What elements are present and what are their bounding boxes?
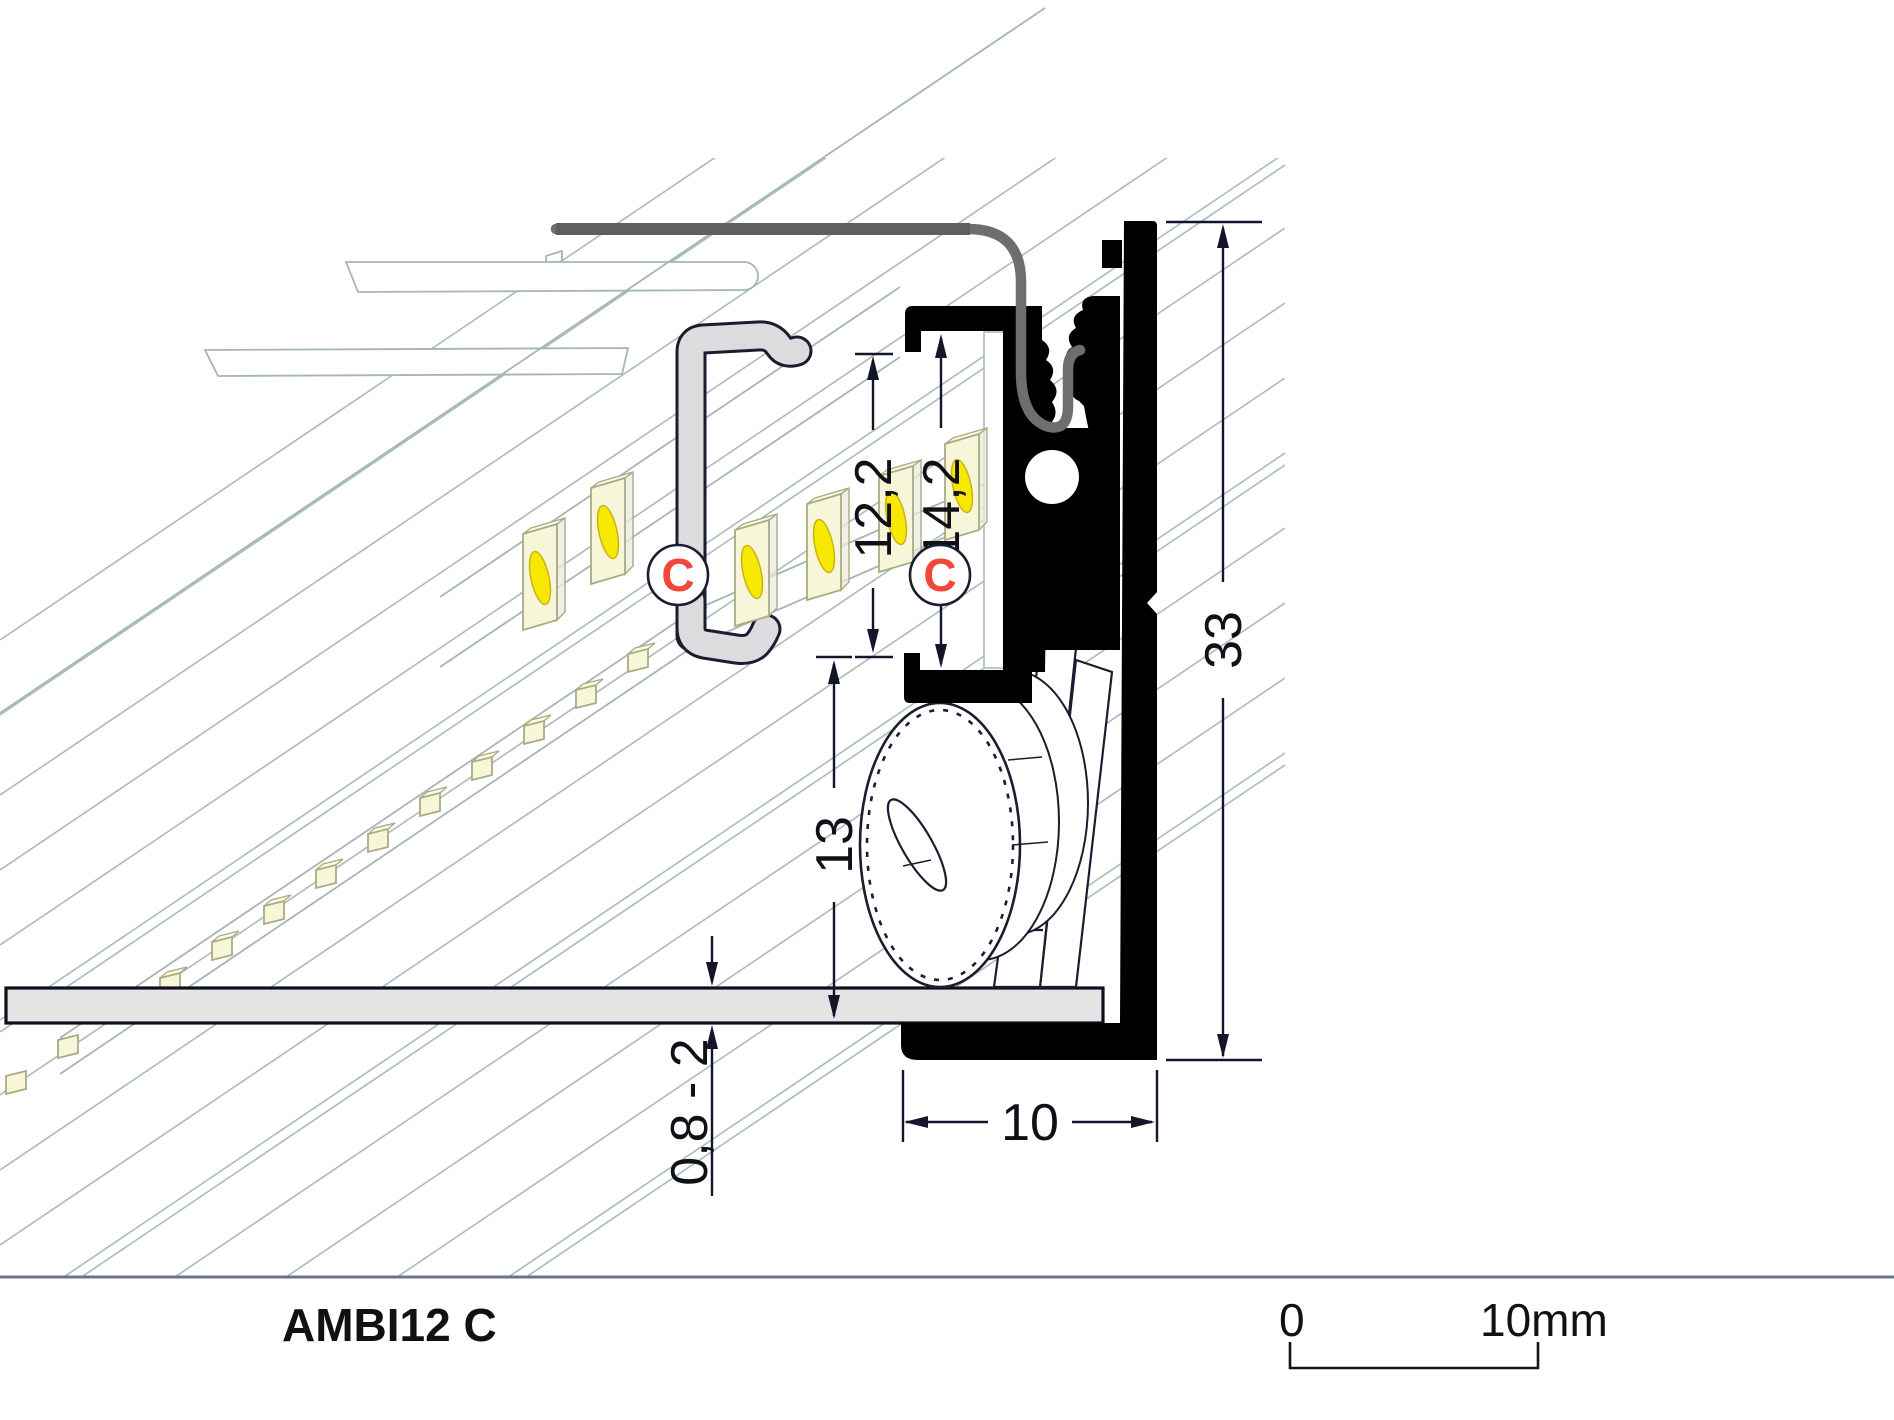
disc-slot: [886, 798, 948, 892]
dim-base-width: 10: [901, 1070, 1159, 1152]
led-strip-below-panel: [5, 1033, 79, 1096]
scale-start-label: 0: [1279, 1294, 1305, 1346]
scale-end-label: 10mm: [1480, 1294, 1608, 1346]
mounting-clip: [675, 320, 813, 665]
dim-panel-thickness: 0,8 - 2: [661, 936, 719, 1196]
dim-label-14-2: 14,2: [913, 457, 971, 558]
led-strip-far: [159, 606, 708, 998]
led-strip-profile-modules: [734, 331, 1005, 669]
section-marker-letter: C: [661, 549, 694, 601]
plate-pill: [344, 261, 759, 293]
section-marker-clip: C: [646, 543, 710, 607]
dim-label-12-2: 12,2: [845, 457, 903, 558]
led-module: [590, 470, 634, 586]
scale-bracket: [1288, 1342, 1540, 1370]
dim-label-0-8-2: 0,8 - 2: [661, 1038, 719, 1185]
plate-long: [203, 347, 630, 377]
dim-recess-depth: 13: [806, 655, 864, 1019]
adjust-disc: [858, 670, 1089, 989]
section-marker-letter: C: [923, 549, 956, 601]
led-module: [522, 516, 566, 632]
scale-bar: 0 10mm: [1279, 1294, 1608, 1370]
led-cube: [159, 606, 708, 998]
led-module: [944, 426, 988, 542]
plate-edge-line: [0, 7, 1046, 714]
led-strip-bands: [59, 286, 1004, 1075]
dimensions: 12,2 14,2 13 0,8 - 2: [661, 220, 1262, 1196]
dim-label-13: 13: [806, 816, 864, 874]
product-label: AMBI12 C: [282, 1299, 497, 1351]
dim-channel-outer-height: 14,2: [913, 334, 971, 668]
dim-label-33: 33: [1195, 611, 1253, 669]
led-module: [806, 486, 850, 602]
dim-label-10: 10: [1001, 1094, 1059, 1152]
led-module: [734, 512, 778, 628]
ceiling-plates: [0, 7, 1046, 714]
dim-total-height: 33: [1166, 220, 1262, 1062]
screw-port: [1025, 450, 1079, 504]
led-strip-clip-modules: [522, 470, 634, 632]
aluminium-profile: [901, 221, 1157, 1060]
suspension-cable: [550, 223, 1086, 433]
section-marker-profile: C: [908, 543, 972, 607]
led-module: [878, 458, 922, 574]
panel: [4, 986, 1105, 1025]
footer: AMBI12 C 0 10mm: [0, 1275, 1894, 1370]
dim-channel-inner-height: 12,2: [845, 352, 903, 659]
section-markers: C C: [646, 543, 972, 607]
